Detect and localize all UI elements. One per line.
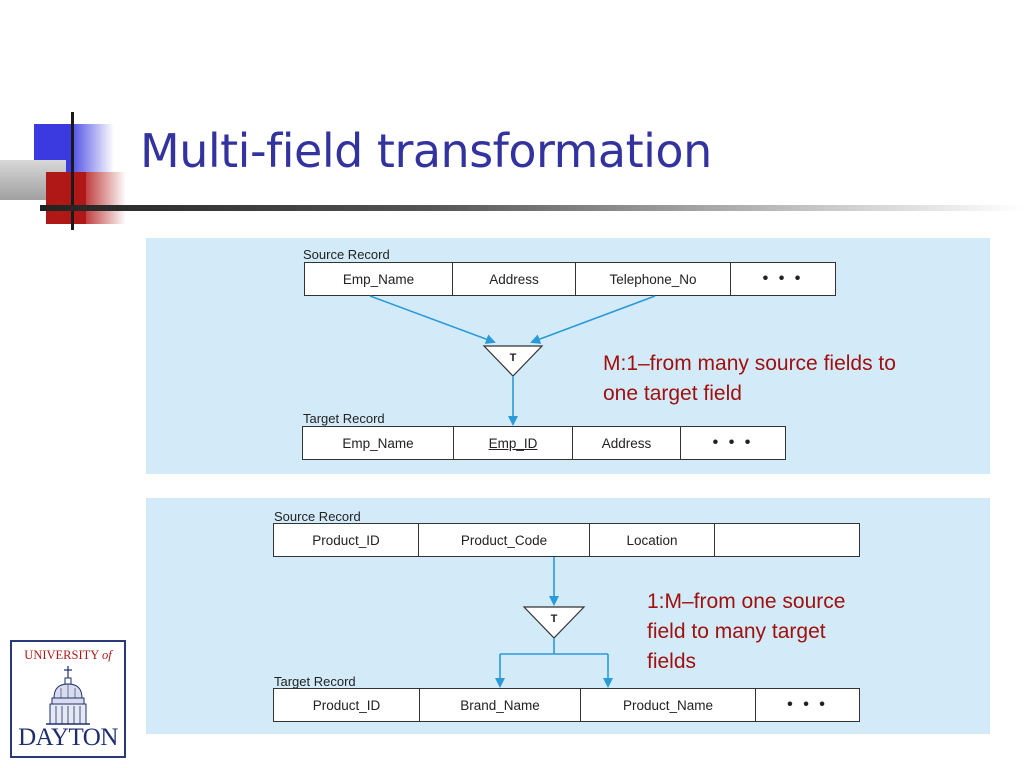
source-field: Location <box>589 523 715 557</box>
source-field: Product_ID <box>273 523 419 557</box>
transform-symbol: T <box>551 613 558 625</box>
note-one-to-many: 1:M–from one source field to many target… <box>647 587 845 677</box>
note-line: field to many target <box>647 620 826 643</box>
target-field: Product_ID <box>273 688 420 722</box>
deco-red-square <box>46 172 86 224</box>
target-record-label: Target Record <box>274 674 356 689</box>
chapel-dome-icon <box>46 666 90 725</box>
target-field-key: Emp_ID <box>453 426 573 460</box>
arrow-line <box>530 295 656 344</box>
deco-red-gradient <box>86 172 126 224</box>
source-field: Product_Code <box>418 523 590 557</box>
source-field: Emp_Name <box>304 262 453 296</box>
transform-symbol: T <box>510 352 517 364</box>
target-field: Brand_Name <box>419 688 581 722</box>
deco-vertical-line <box>71 112 74 230</box>
arrow-line <box>369 295 496 344</box>
target-field: Emp_Name <box>302 426 454 460</box>
source-record-label: Source Record <box>303 247 390 262</box>
target-field-ellipsis: • • • <box>755 688 860 722</box>
source-field-ellipsis: • • • <box>730 262 836 296</box>
note-line: 1:M–from one source <box>647 590 846 613</box>
deco-blue-gradient <box>74 124 114 172</box>
transform-triangle <box>482 345 544 377</box>
source-field-empty <box>714 523 860 557</box>
university-logo: UNIVERSITY of DAYTON <box>10 640 126 758</box>
title-underline <box>40 205 1024 211</box>
target-field-ellipsis: • • • <box>680 426 786 460</box>
source-field: Address <box>452 262 576 296</box>
note-line: fields <box>647 650 697 673</box>
note-many-to-one: M:1–from many source fields to one targe… <box>603 349 896 409</box>
target-field-key-label: Emp_ID <box>488 435 538 451</box>
target-field: Address <box>572 426 681 460</box>
note-line: M:1–from many source fields to <box>603 352 896 375</box>
corner-decoration <box>0 0 130 230</box>
source-record-label: Source Record <box>274 509 361 524</box>
transform-triangle <box>522 606 586 639</box>
logo-bottom-text: DAYTON <box>18 724 118 751</box>
target-record-label: Target Record <box>303 411 385 426</box>
note-line: one target field <box>603 382 742 405</box>
slide-title: Multi-field transformation <box>140 124 712 178</box>
target-field: Product_Name <box>580 688 756 722</box>
logo-top-text: UNIVERSITY of <box>24 648 112 662</box>
